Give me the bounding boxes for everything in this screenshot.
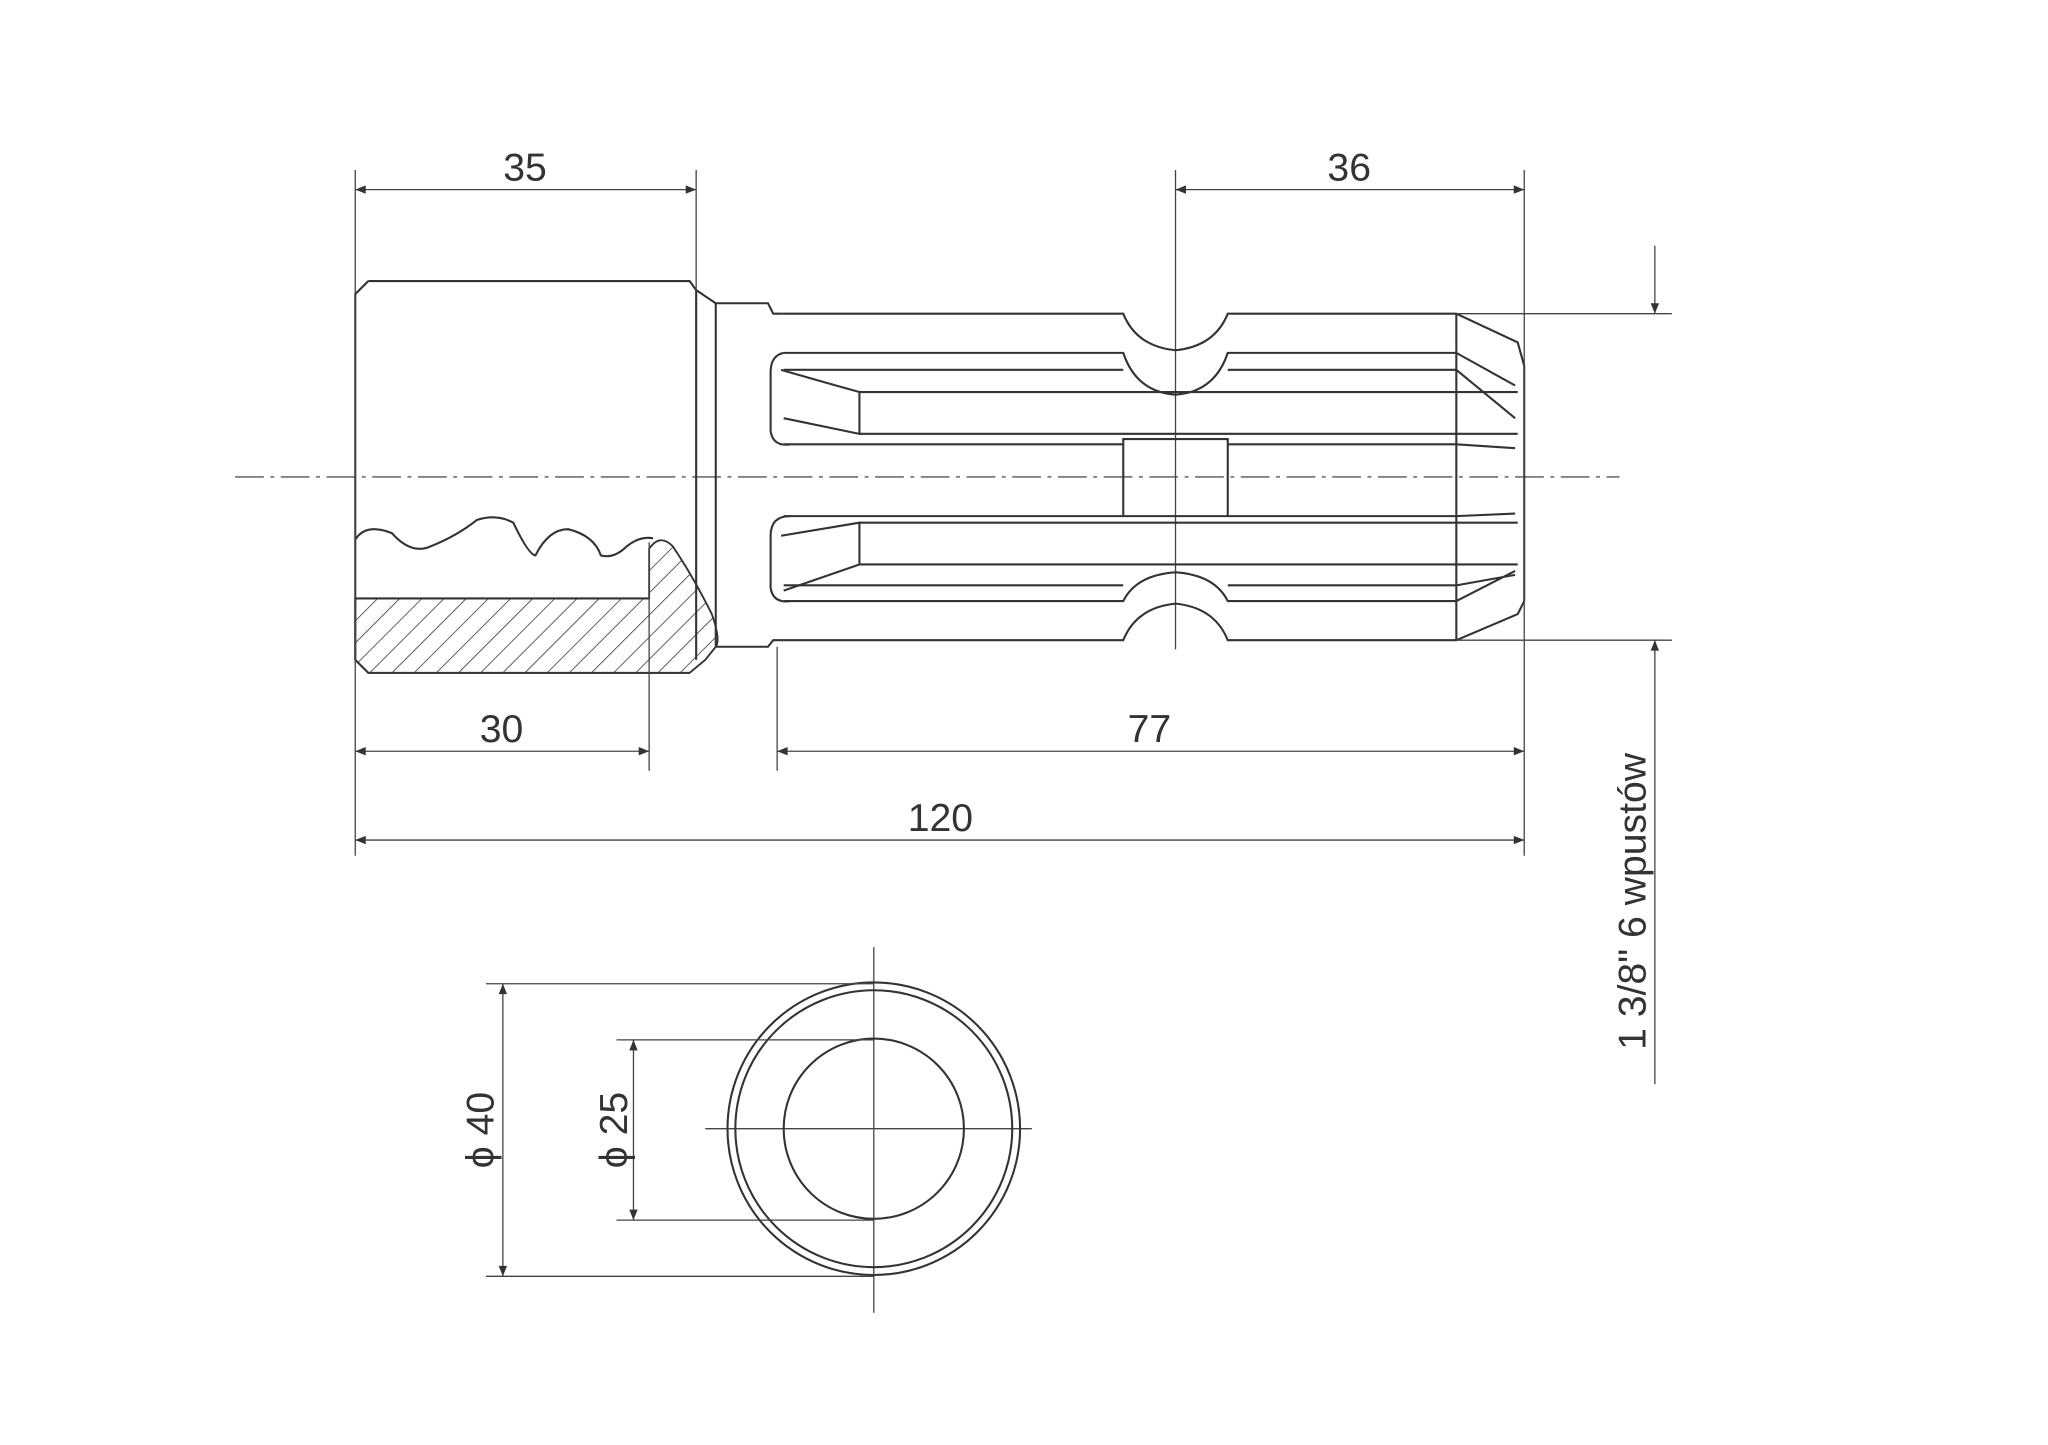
dim-collar-length: 35 bbox=[503, 146, 547, 189]
dim-inner-diameter: ϕ 25 bbox=[593, 1092, 636, 1168]
section-hatch bbox=[354, 539, 719, 674]
dimension-lines bbox=[354, 170, 1672, 1085]
end-view bbox=[485, 947, 1032, 1313]
collar-body bbox=[354, 279, 784, 771]
break-line bbox=[354, 516, 654, 558]
dim-spline-spec: 1 3/8" 6 wpustów bbox=[1612, 752, 1655, 1050]
dim-spline-length: 77 bbox=[1128, 708, 1172, 751]
dim-total-length: 120 bbox=[908, 797, 973, 840]
dim-outer-diameter: ϕ 40 bbox=[460, 1092, 503, 1168]
dim-groove-position: 36 bbox=[1327, 146, 1371, 189]
dim-bore-depth: 30 bbox=[480, 708, 524, 751]
